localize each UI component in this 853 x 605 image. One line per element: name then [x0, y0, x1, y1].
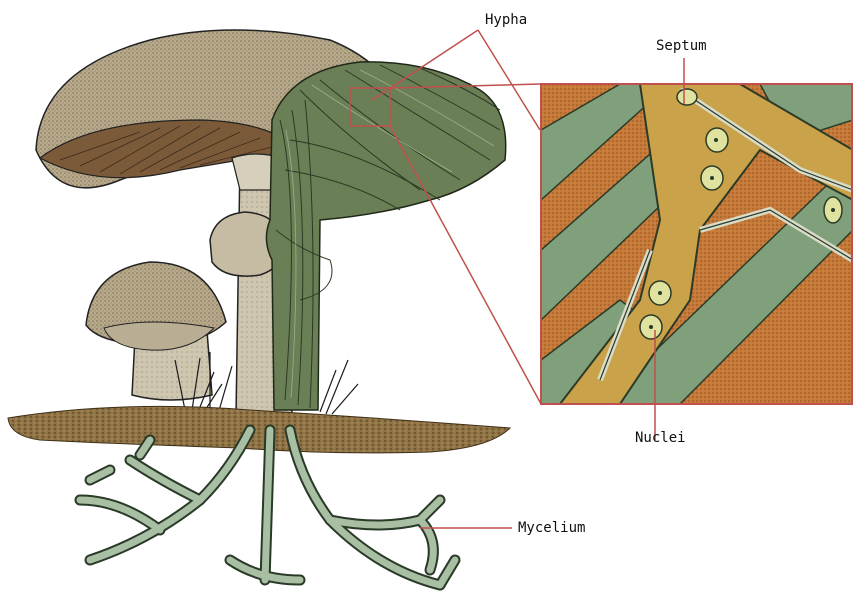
- hypha-label: Hypha: [485, 12, 527, 28]
- mycelium-network: [80, 430, 455, 585]
- hyphae-mass: [266, 62, 505, 410]
- nuclei-label: Nuclei: [635, 430, 686, 446]
- magnified-inset: [541, 84, 853, 404]
- small-mushroom: [86, 262, 226, 400]
- soil-layer: [8, 406, 510, 452]
- mycelium-label: Mycelium: [518, 520, 585, 536]
- septum-label: Septum: [656, 38, 707, 54]
